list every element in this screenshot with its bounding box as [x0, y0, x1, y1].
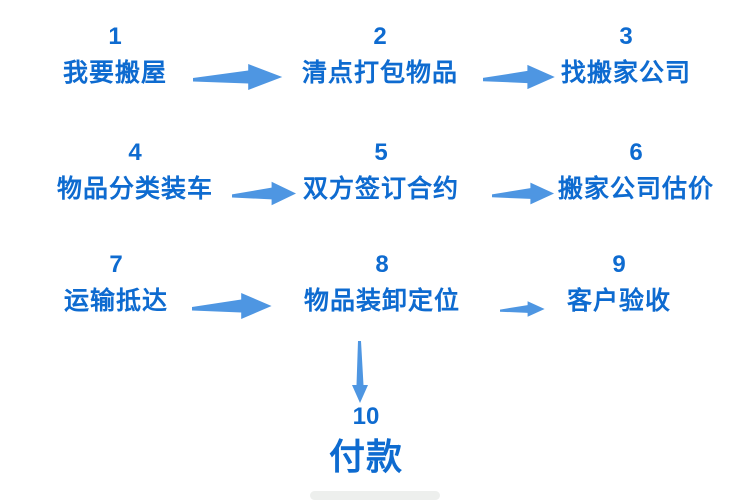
- step-10-number: 10: [352, 403, 380, 430]
- arrow-right-icon: [483, 63, 557, 91]
- step-1: 1 我要搬屋: [63, 22, 167, 90]
- step-6-label: 搬家公司估价: [557, 175, 715, 203]
- step-5: 5 双方签订合约: [303, 138, 459, 206]
- step-5-label: 双方签订合约: [302, 175, 460, 203]
- step-8: 8 物品装卸定位: [304, 250, 460, 318]
- step-9-label: 客户验收: [566, 287, 672, 315]
- step-4-label: 物品分类装车: [56, 175, 214, 203]
- step-4: 4 物品分类装车: [57, 138, 213, 206]
- step-5-number: 5: [374, 139, 388, 166]
- step-8-label: 物品装卸定位: [303, 287, 461, 315]
- step-9-number: 9: [612, 251, 626, 278]
- step-1-number: 1: [108, 23, 122, 50]
- arrow-right-icon: [232, 180, 298, 207]
- step-7-number: 7: [109, 251, 123, 278]
- step-2: 2 清点打包物品: [302, 22, 458, 90]
- step-10: 10 付款: [329, 402, 403, 478]
- arrow-right-icon: [500, 300, 546, 318]
- arrow-right-icon: [492, 181, 556, 206]
- step-3-label: 找搬家公司: [560, 59, 692, 87]
- step-2-label: 清点打包物品: [301, 59, 459, 87]
- step-7-label: 运输抵达: [63, 287, 169, 315]
- step-3: 3 找搬家公司: [561, 22, 691, 90]
- step-9: 9 客户验收: [567, 250, 671, 318]
- step-3-number: 3: [619, 23, 633, 50]
- step-7: 7 运输抵达: [64, 250, 168, 318]
- step-6-number: 6: [629, 139, 643, 166]
- arrow-right-icon: [193, 62, 285, 92]
- arrow-right-icon: [192, 291, 274, 321]
- step-8-number: 8: [375, 251, 389, 278]
- step-10-label: 付款: [328, 436, 404, 477]
- step-1-label: 我要搬屋: [62, 59, 168, 87]
- step-2-number: 2: [373, 23, 387, 50]
- arrow-down-icon: [351, 341, 369, 403]
- bottom-cutoff-artifact: [310, 491, 440, 500]
- step-6: 6 搬家公司估价: [558, 138, 714, 206]
- step-4-number: 4: [128, 139, 142, 166]
